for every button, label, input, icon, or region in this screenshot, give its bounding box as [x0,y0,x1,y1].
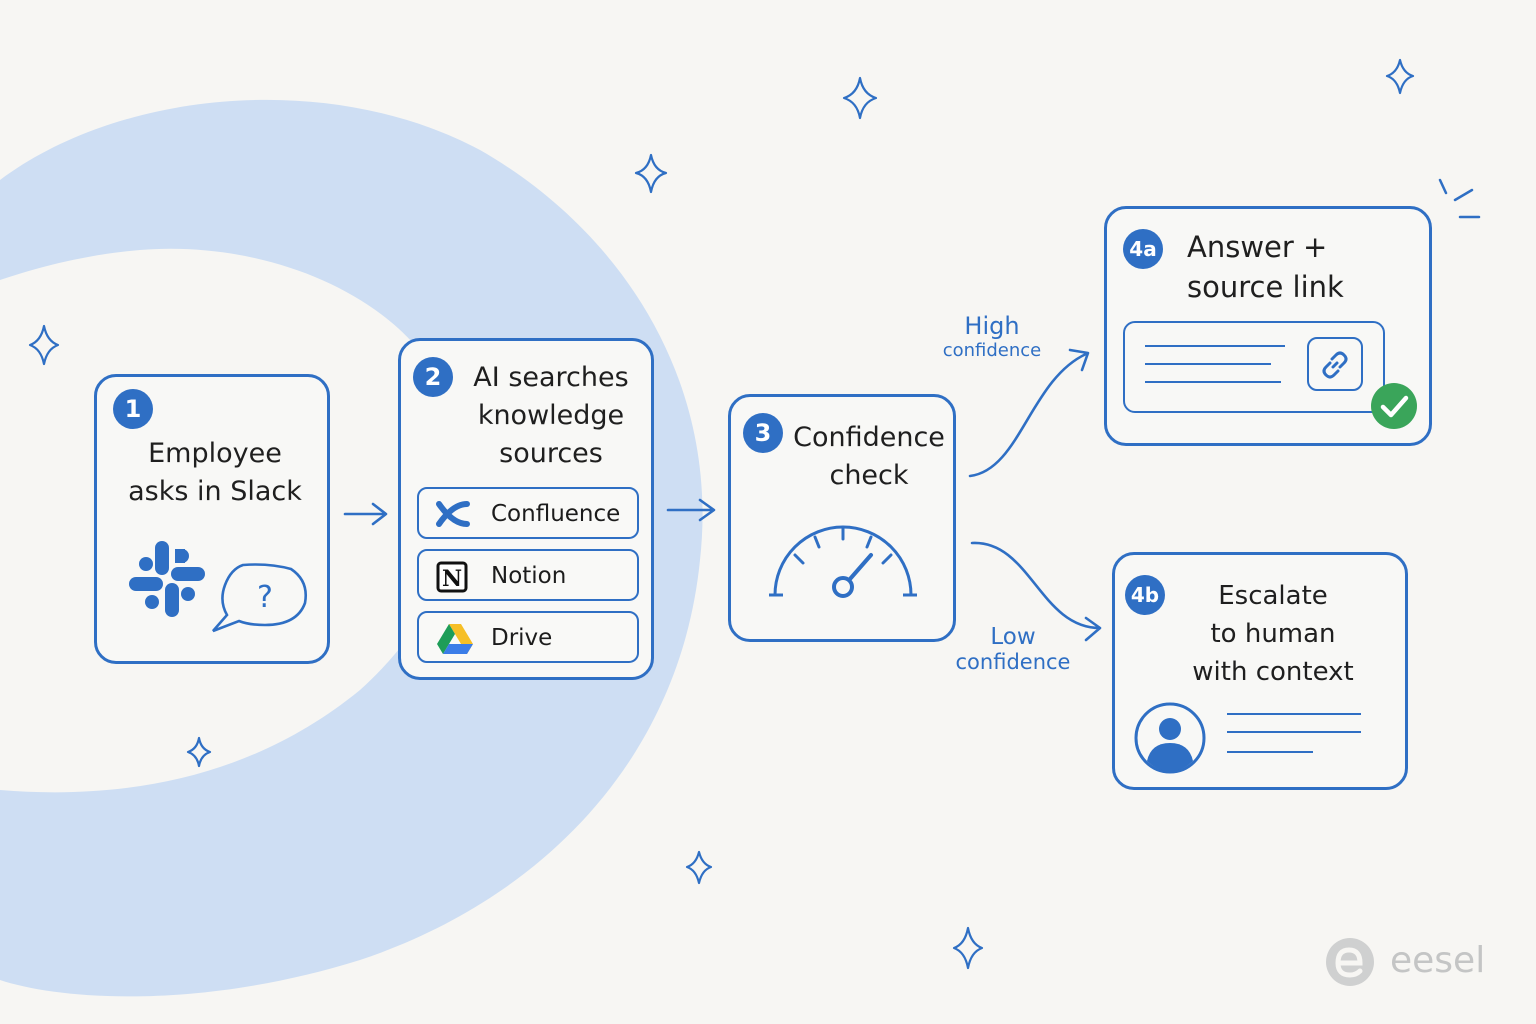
text-line [1145,363,1271,365]
text-line [1227,731,1361,733]
step-badge: 4b [1125,575,1165,615]
step-1-card: 1 Employee asks in Slack ? [94,374,330,664]
text-line [1145,381,1281,383]
source-confluence: Confluence [417,487,639,539]
branch-label-high: High confidence [942,312,1042,361]
drive-icon [437,624,473,654]
check-icon [1371,383,1417,429]
step-4a-card: 4a Answer + source link [1104,206,1432,446]
arrow-low [970,541,1102,642]
link-button[interactable] [1307,337,1363,391]
link-icon [1322,351,1348,379]
text-line [1227,713,1361,715]
step-badge: 4a [1123,229,1163,269]
person-icon [1134,702,1206,774]
step-badge: 3 [743,413,783,453]
step-title: AI searches knowledge sources [473,362,629,469]
eesel-logo-icon [1326,938,1374,986]
branch-label-low: Low confidence [955,624,1071,674]
arrow-2-to-3 [666,498,716,522]
step-4b-card: 4b Escalate to human with context [1112,552,1408,790]
flow-arrows [343,348,1102,642]
step-2-card: 2 AI searches knowledge sources Confluen… [398,338,654,680]
answer-preview [1123,321,1385,413]
brand-logo: eesel [1324,934,1494,990]
step-title: Answer + source link [1187,230,1344,304]
svg-text:N: N [442,566,462,592]
arrow-high [968,348,1090,478]
step-badge: 2 [413,357,453,397]
arrow-1-to-2 [343,502,388,526]
step-title: Employee asks in Slack [128,438,302,507]
slack-icon [129,541,205,617]
gauge-icon [769,525,917,598]
background-ring [0,99,703,997]
step-badge: 1 [113,389,153,429]
confluence-icon [436,501,470,527]
brand-name: eesel [1390,940,1486,981]
text-line [1227,751,1313,753]
question-bubble-icon: ? [212,563,307,633]
source-notion: N Notion [417,549,639,601]
source-drive: Drive [417,611,639,663]
svg-text:?: ? [257,580,273,615]
burst-lines [1438,178,1481,219]
sparkle-icon [28,58,1415,970]
text-line [1145,345,1285,347]
notion-icon: N [436,561,468,593]
step-title: Confidence check [793,422,945,491]
step-title: Escalate to human with context [1192,581,1354,687]
step-3-card: 3 Confidence check [728,394,956,642]
